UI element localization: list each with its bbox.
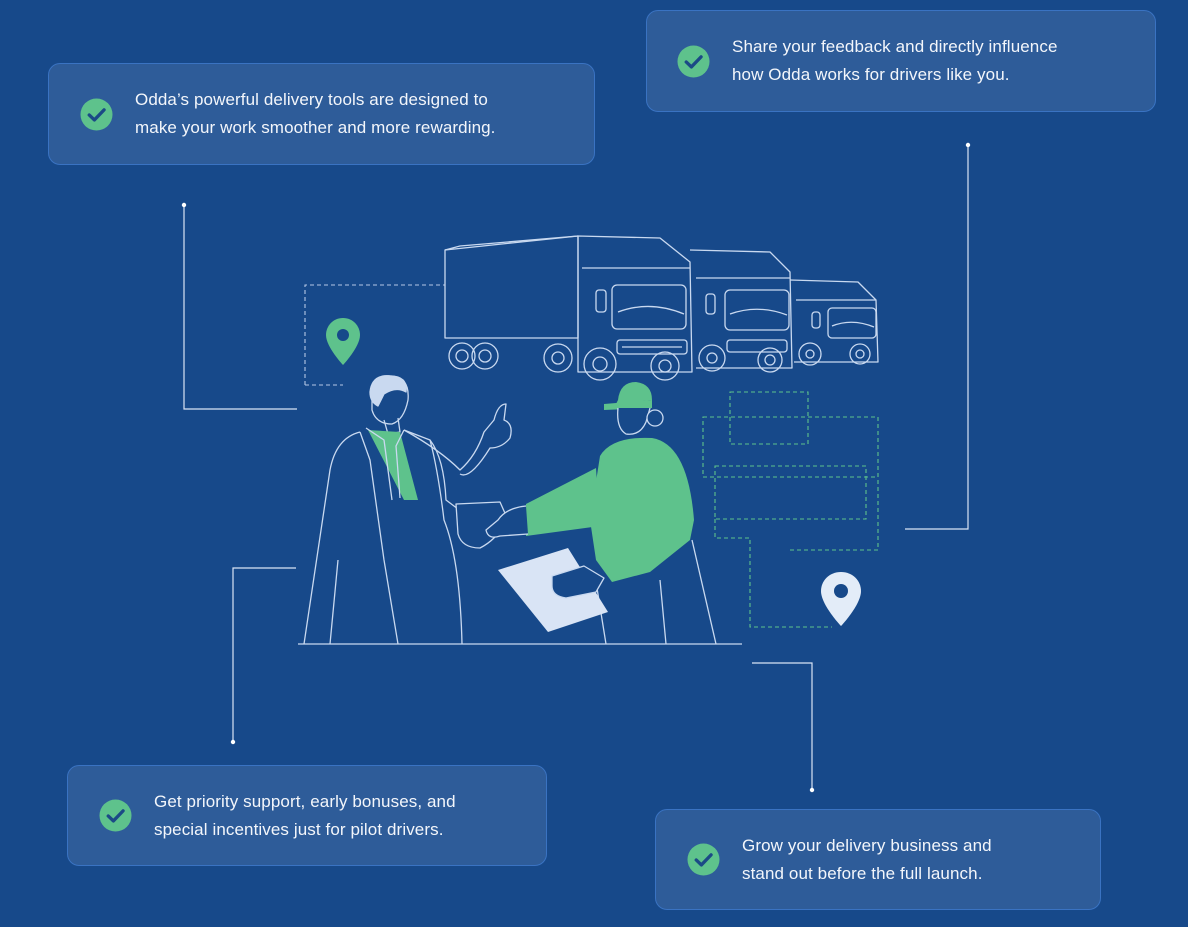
location-pin-white-icon [821, 572, 861, 626]
benefit-text: Get priority support, early bonuses, and… [154, 791, 456, 839]
benefit-text: Grow your delivery business and stand ou… [742, 835, 992, 883]
trucks-illustration [444, 235, 879, 381]
person-right-illustration [485, 382, 717, 645]
benefit-text: Odda’s powerful delivery tools are desig… [135, 90, 496, 137]
check-circle-icon [99, 799, 132, 832]
check-circle-icon [687, 843, 720, 876]
dashed-route-lines [304, 284, 879, 628]
connector-lines [181, 142, 971, 793]
benefit-card-delivery-tools: Odda’s powerful delivery tools are desig… [48, 63, 595, 165]
benefit-card-grow-business: Grow your delivery business and stand ou… [655, 809, 1101, 910]
benefit-card-priority-support: Get priority support, early bonuses, and… [67, 765, 547, 866]
benefit-card-feedback: Share your feedback and directly influen… [646, 10, 1156, 112]
person-left-illustration [303, 375, 512, 645]
check-circle-icon [677, 44, 710, 78]
check-circle-icon [80, 97, 113, 131]
location-pin-green-icon [326, 318, 360, 365]
benefit-text: Share your feedback and directly influen… [732, 37, 1058, 84]
